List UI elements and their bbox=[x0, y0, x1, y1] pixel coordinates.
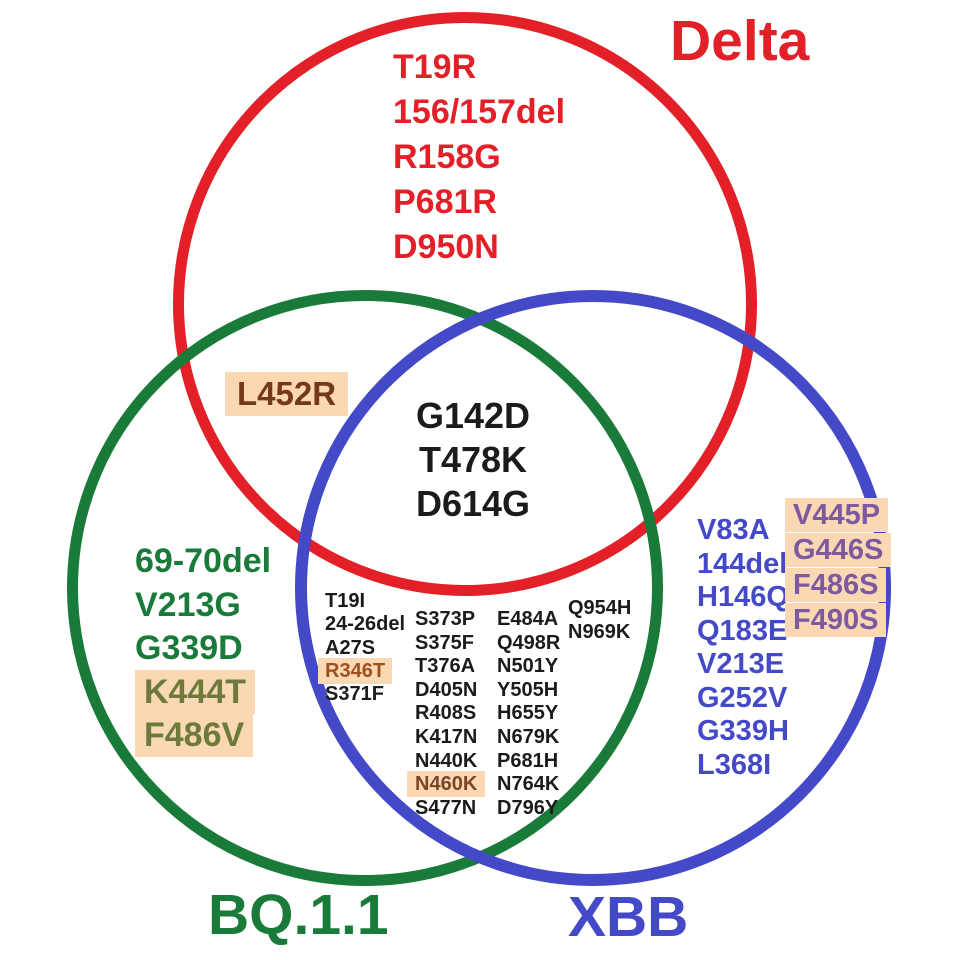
mutation-d796y: D796Y bbox=[497, 796, 559, 819]
mutation-g339h: G339H bbox=[697, 715, 789, 747]
delta-only-region: T19R 156/157del R158G P681R D950N bbox=[393, 45, 565, 270]
mutation-r346t: R346T bbox=[318, 657, 405, 684]
mutation-g446s: G446S bbox=[785, 533, 892, 567]
mutation-s373p: S373P bbox=[415, 608, 476, 630]
mutation-g339d: G339D bbox=[135, 629, 243, 667]
mutation-h146q: H146Q bbox=[697, 581, 789, 613]
mutation-r408s: R408S bbox=[415, 702, 477, 725]
mutation-s371f: S371F bbox=[325, 683, 384, 706]
mutation-69-70del: 69-70del bbox=[135, 542, 272, 580]
mutation-d950n: D950N bbox=[393, 228, 499, 266]
mutation-t478k: T478K bbox=[418, 439, 528, 480]
mutation-n501y: N501Y bbox=[497, 655, 559, 678]
mutation-f490s: F490S bbox=[785, 603, 887, 637]
mutation-v83a: V83A bbox=[697, 514, 770, 546]
mutation-g252v: G252V bbox=[697, 681, 788, 714]
mutation-q183e: Q183E bbox=[697, 614, 788, 647]
xbb-only-highlighted-region: V445P G446S F486S F490S bbox=[785, 498, 892, 638]
mutation-24-26del: 24-26del bbox=[325, 613, 406, 636]
mutation-156-157del: 156/157del bbox=[393, 93, 566, 131]
bq11-label: BQ.1.1 bbox=[208, 883, 389, 947]
mutation-d405n: D405N bbox=[415, 678, 478, 701]
mutation-v213g: V213G bbox=[135, 585, 241, 624]
mutation-n440k: N440K bbox=[415, 749, 478, 772]
mutation-n969k: N969K bbox=[568, 621, 631, 643]
delta-label: Delta bbox=[670, 9, 810, 73]
mutation-144del: 144del bbox=[697, 547, 788, 580]
mutation-g142d: G142D bbox=[415, 395, 531, 436]
mutation-k417n: K417N bbox=[415, 725, 478, 748]
mutation-t19r: T19R bbox=[393, 48, 477, 86]
mutation-n679k: N679K bbox=[497, 725, 560, 748]
mutation-e484a: E484A bbox=[497, 608, 559, 630]
mutation-r158g: R158G bbox=[393, 138, 501, 176]
mutation-h655y: H655Y bbox=[497, 702, 559, 725]
mutation-d614g: D614G bbox=[415, 483, 531, 524]
bq11-xbb-column-1: T19I 24-26del A27S R346T S371F bbox=[318, 590, 406, 706]
mutation-l452r: L452R bbox=[225, 372, 349, 416]
mutation-p681h: P681H bbox=[497, 749, 559, 772]
mutation-q498r: Q498R bbox=[497, 631, 561, 654]
xbb-label: XBB bbox=[568, 885, 689, 949]
xbb-only-region: V83A 144del H146Q Q183E V213E G252V G339… bbox=[697, 514, 789, 782]
bq11-xbb-column-3: E484A Q498R N501Y Y505H H655Y N679K P681… bbox=[497, 608, 560, 820]
mutation-y505h: Y505H bbox=[497, 678, 559, 701]
mutation-n460k: N460K bbox=[407, 771, 486, 798]
mutation-t19i: T19I bbox=[325, 590, 366, 612]
bq11-xbb-column-2: S373P S375F T376A D405N R408S K417N N440… bbox=[407, 608, 486, 820]
mutation-k444t: K444T bbox=[135, 669, 271, 715]
mutation-l368i: L368I bbox=[697, 748, 772, 781]
mutation-v445p: V445P bbox=[785, 498, 889, 532]
mutation-f486s: F486S bbox=[785, 568, 887, 602]
mutation-p681r: P681R bbox=[393, 183, 497, 221]
bq11-only-region: 69-70del V213G G339D K444T F486V bbox=[135, 540, 271, 758]
mutation-v213e: V213E bbox=[697, 648, 785, 680]
mutation-s477n: S477N bbox=[415, 796, 477, 819]
mutation-n764k: N764K bbox=[497, 773, 560, 796]
bq11-xbb-column-4: Q954H N969K bbox=[568, 596, 631, 644]
mutation-t376a: T376A bbox=[415, 655, 476, 678]
mutation-q954h: Q954H bbox=[568, 597, 632, 619]
mutation-s375f: S375F bbox=[415, 631, 474, 654]
all-three-region: G142D T478K D614G bbox=[398, 394, 548, 526]
mutation-a27s: A27S bbox=[325, 636, 376, 659]
mutation-f486v: F486V bbox=[135, 713, 271, 758]
